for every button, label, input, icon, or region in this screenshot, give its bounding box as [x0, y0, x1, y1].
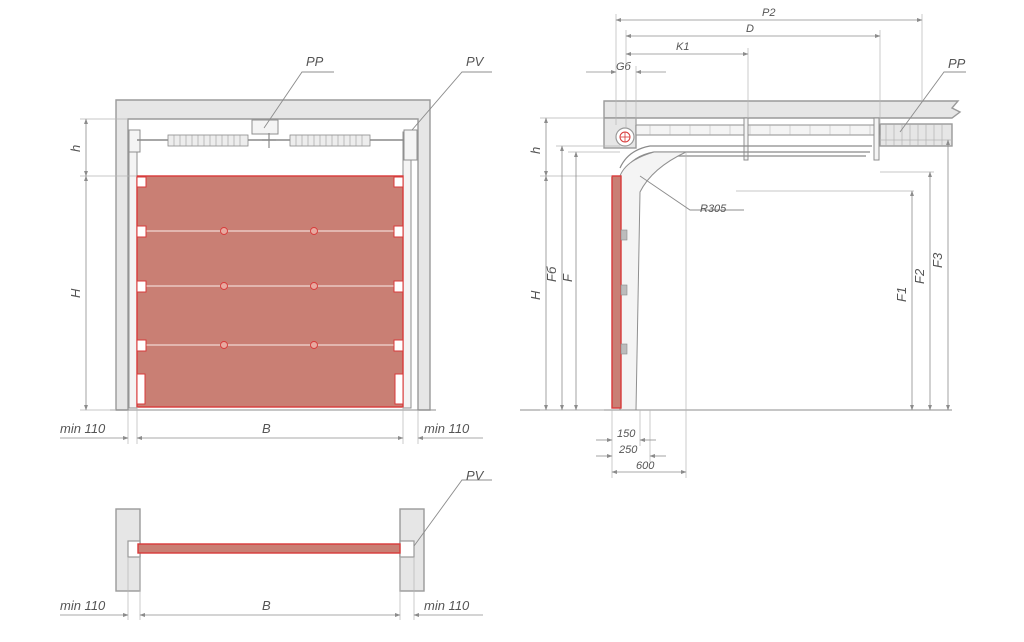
- door-hardware: [136, 176, 404, 405]
- r305-leader: [639, 175, 744, 211]
- label-150: 150: [617, 428, 636, 440]
- right-spring: [289, 134, 371, 147]
- label-k1: K1: [676, 41, 689, 53]
- spring-coils-left: [173, 135, 241, 146]
- vertical-track: [619, 151, 687, 411]
- label-gb: Gб: [616, 61, 632, 73]
- label-250: 250: [618, 444, 638, 456]
- label-pv-plan: PV: [466, 468, 485, 483]
- pv-leader-front: [411, 71, 492, 131]
- left-spring: [167, 134, 249, 147]
- label-min110-right-plan: min 110: [424, 598, 470, 613]
- label-min110-right-front: min 110: [424, 421, 470, 436]
- label-600: 600: [636, 460, 655, 472]
- label-b-plan: B: [262, 598, 271, 613]
- pv-leader-plan: [413, 479, 492, 547]
- label-pp-side: PP: [948, 56, 966, 71]
- pp-leader-side: [899, 71, 966, 133]
- door-panel-front: [136, 175, 404, 408]
- label-min110-left-plan: min 110: [60, 598, 106, 613]
- left-bracket: [128, 129, 141, 153]
- left-guide: [128, 131, 138, 409]
- label-h-side: h: [528, 147, 543, 154]
- right-guide: [402, 131, 412, 409]
- label-b-front: B: [262, 421, 271, 436]
- label-r305: R305: [700, 203, 727, 215]
- door-panel-side: [611, 175, 622, 409]
- label-f1: F1: [894, 287, 909, 302]
- label-p2: P2: [762, 7, 775, 19]
- label-f2: F2: [912, 268, 927, 284]
- side-view: [520, 14, 966, 478]
- label-pp-front: PP: [306, 54, 324, 69]
- label-f3: F3: [930, 252, 945, 268]
- ceiling-beam: [879, 123, 953, 147]
- label-f: F: [560, 273, 575, 282]
- label-H-side: H: [528, 290, 543, 300]
- spring-coils-right: [295, 135, 363, 146]
- label-H-front: H: [68, 288, 83, 298]
- label-fb: Fб: [544, 266, 559, 282]
- horizontal-track: [635, 124, 881, 136]
- label-d: D: [746, 23, 754, 35]
- plan-view: [60, 479, 492, 620]
- ceiling-slab: [603, 100, 962, 119]
- label-pv-front: PV: [466, 54, 485, 69]
- front-view: [60, 71, 492, 444]
- door-panel-plan: [137, 543, 401, 554]
- label-h-front: h: [68, 145, 83, 152]
- pp-leader: [263, 71, 334, 129]
- label-min110-left-front: min 110: [60, 421, 106, 436]
- right-bracket: [403, 129, 418, 161]
